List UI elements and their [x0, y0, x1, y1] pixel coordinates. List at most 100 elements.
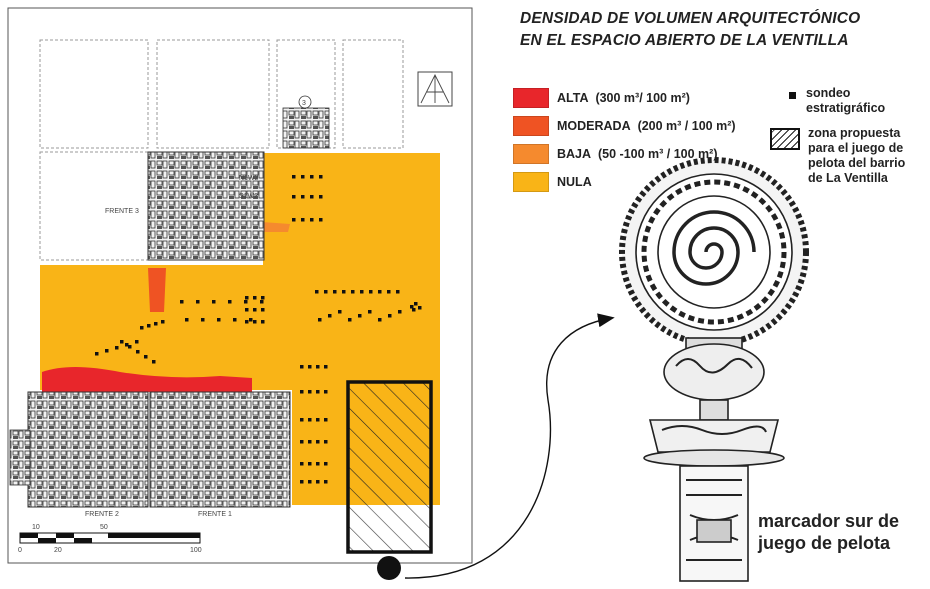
- sondeo-dot: [152, 360, 156, 364]
- sondeo-dot: [351, 290, 355, 294]
- sondeo-dot: [253, 320, 257, 324]
- sondeo-dot: [245, 296, 249, 300]
- sondeo-dot: [324, 390, 328, 394]
- sondeo-dot: [324, 290, 328, 294]
- legend-zona-line1: zona propuesta: [808, 126, 901, 140]
- sondeo-dot: [387, 290, 391, 294]
- sondeo-dot: [310, 195, 314, 199]
- sondeo-dot: [301, 195, 305, 199]
- sondeo-dot: [308, 418, 312, 422]
- sondeo-dot: [300, 390, 304, 394]
- sondeo-dot: [316, 440, 320, 444]
- sondeo-dot: [261, 296, 265, 300]
- sondeo-dot: [310, 175, 314, 179]
- label-frente1: FRENTE 1: [198, 511, 232, 518]
- legend-moderada: MODERADA (200 m³ / 100 m²): [513, 116, 736, 136]
- ballcourt-marker-drawing: [619, 157, 809, 582]
- label-frente3: FRENTE 3: [105, 208, 139, 215]
- sondeo-dot: [414, 302, 418, 306]
- sondeo-dot: [315, 290, 319, 294]
- sondeo-dot: [161, 320, 165, 324]
- sondeo-dot: [292, 195, 296, 199]
- sondeo-dot: [358, 314, 362, 318]
- sondeo-dot: [324, 480, 328, 484]
- marker-caption-line2: juego de pelota: [758, 533, 891, 553]
- sondeo-dot: [300, 440, 304, 444]
- legend-value-alta: (300 m³/ 100 m²): [595, 91, 690, 105]
- sondeo-dot: [324, 418, 328, 422]
- sondeo-dot: [378, 290, 382, 294]
- sondeo-dot: [228, 300, 232, 304]
- sondeo-dot: [308, 440, 312, 444]
- sondeo-dot: [125, 343, 129, 347]
- sondeo-dot: [212, 300, 216, 304]
- sondeo-dot: [316, 418, 320, 422]
- sondeo-dot: [95, 352, 99, 356]
- map-title-line1: DENSIDAD DE VOLUMEN ARQUITECTÓNICO: [520, 10, 861, 27]
- sondeo-dot: [412, 308, 416, 312]
- sondeo-dot: [261, 320, 265, 324]
- curved-arrow: [404, 313, 615, 579]
- sondeo-dot: [308, 480, 312, 484]
- scale-tick-20: 20: [54, 547, 62, 554]
- sondeo-dot: [333, 290, 337, 294]
- sondeo-dot: [261, 308, 265, 312]
- ruins-frente2: [27, 391, 149, 508]
- marker-caption-line1: marcador sur de: [758, 511, 900, 531]
- legend-zona-icon: [770, 128, 800, 150]
- sondeo-dots: [95, 175, 422, 484]
- legend-label-alta: ALTA: [557, 91, 589, 105]
- sondeo-dot: [398, 310, 402, 314]
- sondeo-dot: [115, 346, 119, 350]
- sondeo-dot: [316, 480, 320, 484]
- legend-baja: BAJA (50 -100 m³ / 100 m²): [513, 144, 718, 164]
- legend-swatch-baja: [513, 144, 549, 164]
- sondeo-dot: [136, 350, 140, 354]
- sondeo-dot: [128, 345, 132, 349]
- sondeo-dot: [245, 320, 249, 324]
- label-n1w2: N1W2: [239, 175, 259, 182]
- sondeo-dot: [105, 349, 109, 353]
- sondeo-dot: [368, 310, 372, 314]
- sondeo-dot: [316, 462, 320, 466]
- sondeo-dot: [324, 462, 328, 466]
- legend-label-baja: BAJA: [557, 147, 592, 161]
- legend-label-moderada: MODERADA: [557, 119, 631, 133]
- sondeo-dot: [196, 300, 200, 304]
- legend-sondeo: sondeo estratigráfico: [806, 86, 885, 116]
- legend-sondeo-line1: sondeo: [806, 86, 851, 100]
- label-frente2: FRENTE 2: [85, 511, 119, 518]
- scale-tick-50: 50: [100, 524, 108, 531]
- scale-tick-0: 0: [18, 547, 22, 554]
- sondeo-dot: [154, 322, 158, 326]
- sondeo-dot: [369, 290, 373, 294]
- sondeo-dot: [410, 305, 414, 309]
- ruins-site3: [282, 107, 330, 149]
- sondeo-dot: [233, 318, 237, 322]
- sondeo-dot: [140, 326, 144, 330]
- sondeo-dot: [308, 462, 312, 466]
- sondeo-dot: [292, 175, 296, 179]
- sondeo-dot: [185, 318, 189, 322]
- sondeo-dot: [378, 318, 382, 322]
- nula-zone: [40, 153, 440, 505]
- sondeo-dot: [308, 390, 312, 394]
- sondeo-dot: [301, 175, 305, 179]
- map-title-line2: EN EL ESPACIO ABIERTO DE LA VENTILLA: [520, 32, 849, 49]
- sondeo-dot: [147, 324, 151, 328]
- scale-tick-10: 10: [32, 524, 40, 531]
- legend-sondeo-icon: [789, 92, 796, 99]
- sondeo-dot: [310, 218, 314, 222]
- legend-sondeo-line2: estratigráfico: [806, 101, 886, 115]
- sondeo-dot: [324, 365, 328, 369]
- sondeo-dot: [301, 218, 305, 222]
- ruins-frente1: [149, 391, 291, 508]
- marker-caption: marcador sur de juego de pelota: [758, 510, 928, 554]
- scale-bar: [19, 532, 201, 544]
- sondeo-dot: [319, 218, 323, 222]
- legend-alta: ALTA (300 m³/ 100 m²): [513, 88, 690, 108]
- legend-zona: zona propuesta para el juego de pelota d…: [808, 126, 905, 186]
- label-site3: 3: [302, 100, 306, 107]
- sondeo-dot: [328, 314, 332, 318]
- sondeo-dot: [338, 310, 342, 314]
